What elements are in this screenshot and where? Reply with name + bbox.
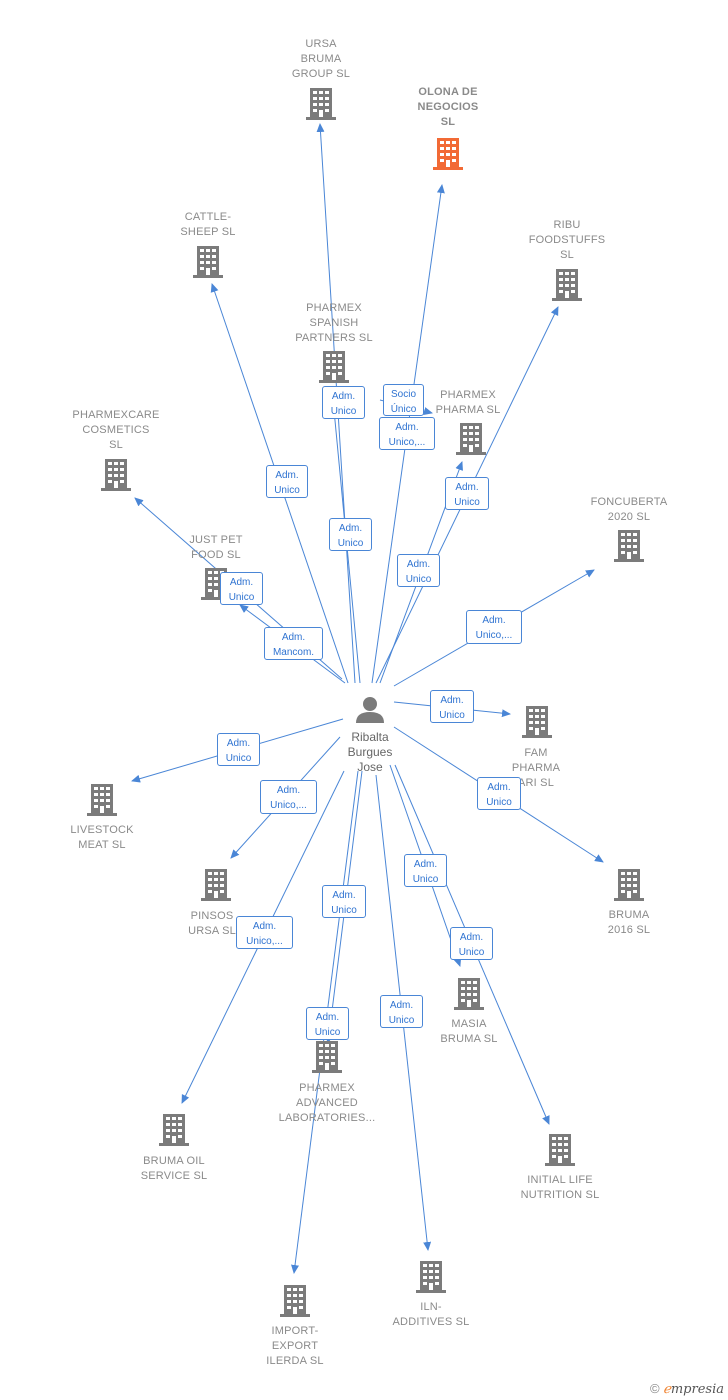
building-icon[interactable]: [456, 423, 486, 455]
company-label-justpet[interactable]: JUST PET FOOD SL: [189, 534, 243, 561]
company-label-initial[interactable]: INITIAL LIFE NUTRITION SL: [520, 1174, 600, 1201]
company-label-cattle[interactable]: CATTLE- SHEEP SL: [180, 211, 236, 238]
building-icon[interactable]: [306, 88, 336, 120]
company-label-ribu[interactable]: RIBU FOODSTUFFS SL: [528, 219, 606, 261]
relation-badge[interactable]: Adm. Mancom.: [264, 627, 323, 660]
building-icon[interactable]: [280, 1285, 310, 1317]
building-icon[interactable]: [101, 459, 131, 491]
building-icon[interactable]: [319, 351, 349, 383]
company-label-brumaoil[interactable]: BRUMA OIL SERVICE SL: [140, 1155, 208, 1182]
relation-badge[interactable]: Adm. Unico,...: [260, 780, 317, 814]
relation-badge[interactable]: Adm. Unico: [430, 690, 474, 723]
building-icon[interactable]: [522, 706, 552, 738]
company-label-bruma2016[interactable]: BRUMA 2016 SL: [607, 909, 651, 936]
building-icon[interactable]: [159, 1114, 189, 1146]
relation-badge[interactable]: Adm. Unico: [266, 465, 308, 498]
company-label-iln[interactable]: ILN- ADDITIVES SL: [392, 1301, 470, 1328]
building-icon[interactable]: [552, 269, 582, 301]
person-icon: [356, 697, 384, 723]
building-icon[interactable]: [545, 1134, 575, 1166]
company-label-ursa[interactable]: URSA BRUMA GROUP SL: [291, 38, 351, 80]
company-label-masia[interactable]: MASIA BRUMA SL: [440, 1018, 498, 1045]
relation-badge[interactable]: Adm. Unico: [450, 927, 493, 960]
building-icon[interactable]: [454, 978, 484, 1010]
building-icon[interactable]: [614, 530, 644, 562]
relation-badge[interactable]: Adm. Unico: [306, 1007, 349, 1040]
company-label-pinsos[interactable]: PINSOS URSA SL: [188, 910, 236, 937]
relation-badge[interactable]: Adm. Unico,...: [236, 916, 293, 949]
relation-badge[interactable]: Adm. Unico: [397, 554, 440, 587]
relation-badge[interactable]: Socio Único: [383, 384, 424, 416]
company-label-pspanish[interactable]: PHARMEX SPANISH PARTNERS SL: [295, 302, 373, 344]
relation-badge[interactable]: Adm. Unico: [322, 386, 365, 419]
building-icon[interactable]: [433, 138, 463, 170]
person-name[interactable]: Ribalta Burgues Jose: [347, 730, 393, 774]
company-label-fam[interactable]: FAM PHARMA ARI SL: [511, 747, 561, 789]
relation-badge[interactable]: Adm. Unico: [380, 995, 423, 1028]
relation-badge[interactable]: Adm. Unico: [217, 733, 260, 766]
relation-badge[interactable]: Adm. Unico: [322, 885, 366, 918]
company-label-livestock[interactable]: LIVESTOCK MEAT SL: [70, 824, 134, 851]
building-icon[interactable]: [193, 246, 223, 278]
building-icon[interactable]: [201, 869, 231, 901]
company-label-padv[interactable]: PHARMEX ADVANCED LABORATORIES...: [278, 1082, 376, 1124]
company-label-ppharma[interactable]: PHARMEX PHARMA SL: [435, 389, 501, 416]
company-label-importexport[interactable]: IMPORT- EXPORT ILERDA SL: [266, 1325, 324, 1367]
relation-badge[interactable]: Adm. Unico: [477, 777, 521, 810]
building-icon[interactable]: [312, 1041, 342, 1073]
relation-badge[interactable]: Adm. Unico: [220, 572, 263, 605]
company-label-olona[interactable]: OLONA DE NEGOCIOS SL: [417, 86, 479, 128]
company-label-pcare[interactable]: PHARMEXCARE COSMETICS SL: [72, 409, 160, 451]
brand-logo: © ℯmpresia: [649, 1381, 724, 1397]
relation-badge[interactable]: Adm. Unico: [329, 518, 372, 551]
relation-badge[interactable]: Adm. Unico: [445, 477, 489, 510]
relation-badge[interactable]: Adm. Unico,...: [379, 417, 435, 450]
building-icon[interactable]: [416, 1261, 446, 1293]
relation-badge[interactable]: Adm. Unico: [404, 854, 447, 887]
building-icon[interactable]: [614, 869, 644, 901]
building-icon[interactable]: [87, 784, 117, 816]
relation-badge[interactable]: Adm. Unico,...: [466, 610, 522, 644]
company-label-foncu[interactable]: FONCUBERTA 2020 SL: [590, 496, 668, 523]
